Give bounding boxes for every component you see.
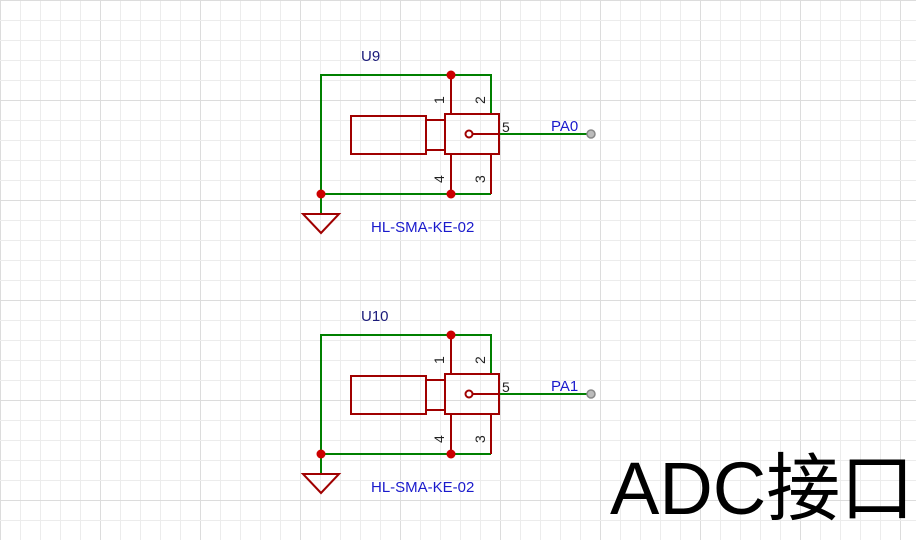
component-ref: U9 bbox=[361, 48, 380, 65]
pin-number-5: 5 bbox=[502, 119, 510, 135]
pin-number-1: 1 bbox=[431, 96, 447, 104]
wires-u10 bbox=[320, 334, 590, 474]
net-endpoint-icon[interactable] bbox=[586, 389, 596, 399]
junctions-u10 bbox=[316, 330, 456, 459]
net-label[interactable]: PA1 bbox=[551, 378, 578, 395]
wires-u9 bbox=[320, 74, 590, 214]
pin-number-4: 4 bbox=[431, 175, 447, 183]
pin-number-4: 4 bbox=[431, 435, 447, 443]
sma-connector-symbol bbox=[350, 335, 500, 454]
ground-icon bbox=[300, 473, 342, 495]
pin-number-5: 5 bbox=[502, 379, 510, 395]
pin-number-2: 2 bbox=[472, 356, 488, 364]
component-ref: U10 bbox=[361, 308, 389, 325]
pin-number-2: 2 bbox=[472, 96, 488, 104]
pin-number-3: 3 bbox=[472, 175, 488, 183]
page-title: ADC接口 bbox=[610, 447, 915, 530]
net-endpoint-icon[interactable] bbox=[586, 129, 596, 139]
junctions-u9 bbox=[316, 70, 456, 199]
component-value: HL-SMA-KE-02 bbox=[371, 219, 474, 236]
pin-number-3: 3 bbox=[472, 435, 488, 443]
pin-number-1: 1 bbox=[431, 356, 447, 364]
component-u9[interactable]: U9 HL-SMA-KE-02 1 2 3 4 5 PA0 bbox=[300, 48, 596, 236]
net-label[interactable]: PA0 bbox=[551, 118, 578, 135]
component-u10[interactable]: U10 HL-SMA-KE-02 1 2 3 4 5 PA1 bbox=[300, 308, 596, 496]
component-value: HL-SMA-KE-02 bbox=[371, 479, 474, 496]
ground-icon bbox=[300, 213, 342, 235]
sma-connector-symbol bbox=[350, 75, 500, 194]
